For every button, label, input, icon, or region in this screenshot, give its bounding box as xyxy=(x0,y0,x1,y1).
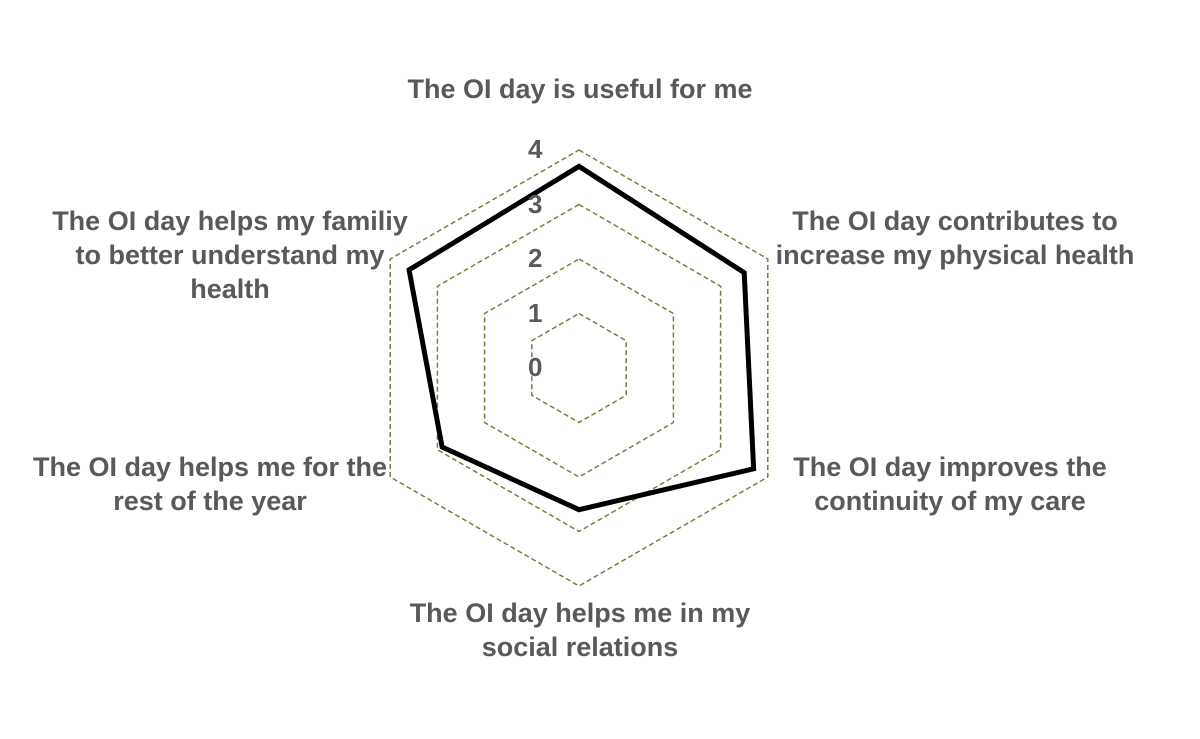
category-label-physical-health: The OI day contributes to increase my ph… xyxy=(775,206,1135,270)
gridline-level-3 xyxy=(436,203,722,533)
tick-label-3: 3 xyxy=(528,188,543,219)
category-label-social: The OI day helps me in my social relatio… xyxy=(409,598,751,662)
tick-label-1: 1 xyxy=(528,297,543,328)
category-label-family: The OI day helps my familiy to better un… xyxy=(52,206,408,304)
gridline-level-2 xyxy=(483,258,675,478)
tick-label-2: 2 xyxy=(528,243,543,273)
category-label-rest-of-year: The OI day helps me for the rest of the … xyxy=(32,452,388,516)
series-line xyxy=(406,163,757,513)
tick-label-0: 0 xyxy=(528,352,543,382)
gridline-level-4 xyxy=(389,149,769,587)
gridline-level-1 xyxy=(531,312,627,424)
category-label-continuity: The OI day improves the continuity of my… xyxy=(793,452,1107,516)
tick-label-4: 4 xyxy=(528,134,543,164)
category-label-useful: The OI day is useful for me xyxy=(407,74,753,104)
